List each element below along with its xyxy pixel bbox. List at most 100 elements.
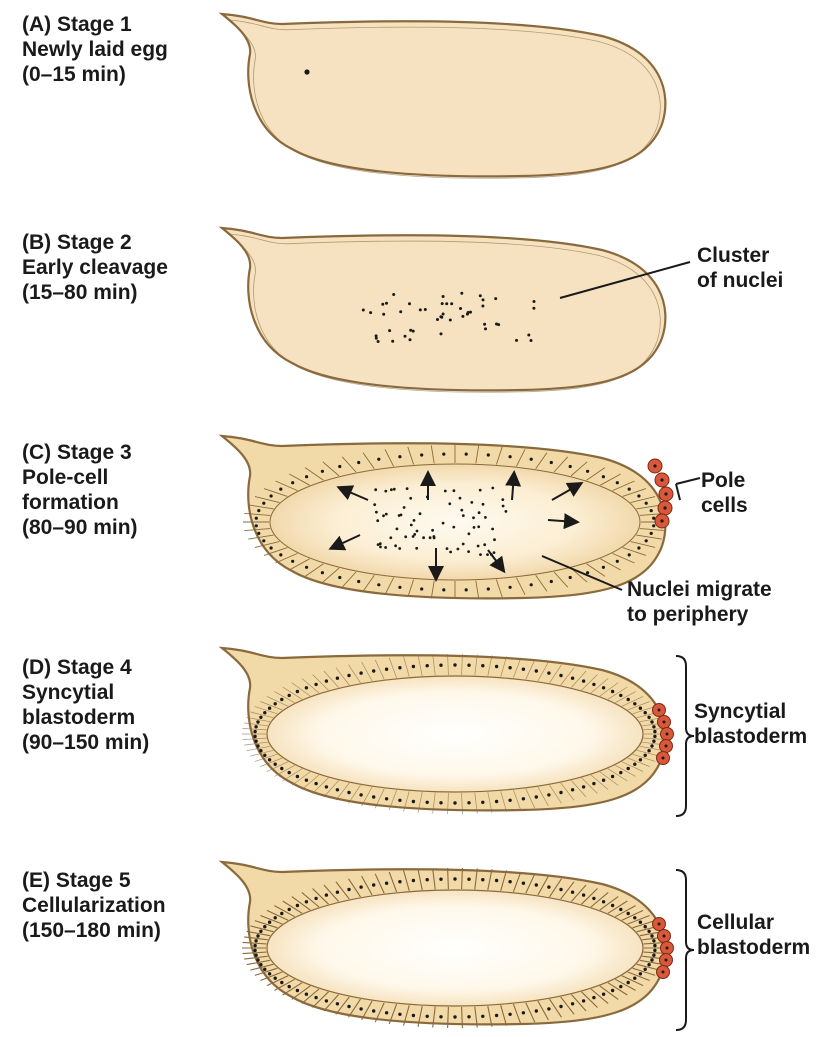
nucleus-dot [449, 319, 452, 322]
stage-c-line-1: (C) Stage 3 [22, 440, 138, 465]
blastoderm-nucleus [611, 904, 614, 907]
blastoderm-nucleus [280, 912, 283, 915]
peripheral-nucleus [262, 502, 265, 505]
migrating-nucleus [373, 503, 376, 506]
nucleus-dot [495, 323, 498, 326]
pole-cell-nucleus [658, 923, 661, 926]
blastoderm-nucleus [582, 999, 585, 1002]
peripheral-nucleus [616, 560, 619, 563]
blastoderm-nucleus [288, 771, 291, 774]
peripheral-nucleus [420, 453, 423, 456]
peripheral-nucleus [637, 546, 640, 549]
blastoderm-nucleus [652, 725, 655, 728]
blastoderm-nucleus [467, 878, 470, 881]
blastoderm-nucleus [592, 683, 595, 686]
egg-shell-b [222, 228, 665, 390]
blastoderm-nucleus [263, 968, 266, 971]
migrating-nucleus [404, 535, 407, 538]
stage-d-line-1: (D) Stage 4 [22, 655, 149, 680]
blastoderm-nucleus [398, 880, 401, 883]
stage-a-line-1: (A) Stage 1 [22, 12, 168, 37]
blastoderm-nucleus [508, 666, 511, 669]
blastoderm-nucleus [495, 1014, 498, 1017]
blastoderm-nucleus [647, 930, 650, 933]
pole-cell-nucleus [662, 757, 665, 760]
blastoderm-nucleus [336, 891, 339, 894]
stage-c-label: (C) Stage 3 Pole-cell formation (80–90 m… [22, 440, 138, 540]
peripheral-nucleus [442, 453, 445, 456]
blastoderm-nucleus [508, 1013, 511, 1016]
blastoderm-nucleus [325, 893, 328, 896]
migrating-nucleus [384, 546, 387, 549]
blastoderm-nucleus [481, 801, 484, 804]
nucleus-dot [375, 337, 378, 340]
blastoderm-nucleus [359, 793, 362, 796]
nucleus-dot [479, 294, 482, 297]
migrating-nucleus [457, 548, 460, 551]
nucleus-dot [530, 339, 533, 342]
cellular-blastoderm-callout: Cellular blastoderm [697, 910, 810, 960]
blastoderm-nucleus [398, 799, 401, 802]
nucleus-dot [466, 313, 469, 316]
peripheral-nucleus [645, 502, 648, 505]
migrating-nucleus [403, 506, 406, 509]
stage-d-label: (D) Stage 4 Syncytial blastoderm (90–150… [22, 655, 149, 755]
stage-b-label: (B) Stage 2 Early cleavage (15–80 min) [22, 230, 168, 305]
cellular-line-2: blastoderm [697, 935, 810, 960]
peripheral-nucleus [357, 461, 360, 464]
blastoderm-nucleus [314, 996, 317, 999]
blastoderm-nucleus [582, 893, 585, 896]
blastoderm-nucleus [633, 977, 636, 980]
peripheral-nucleus [465, 588, 468, 591]
migrating-nucleus [486, 553, 489, 556]
blastoderm-nucleus [495, 665, 498, 668]
migrating-nucleus [422, 536, 425, 539]
blastoderm-nucleus [274, 916, 277, 919]
peripheral-nucleus [338, 465, 341, 468]
peripheral-nucleus [645, 539, 648, 542]
nucleus-dot [469, 311, 472, 314]
nucleus-dot [436, 318, 439, 321]
migrating-nucleus [416, 530, 419, 533]
blastoderm-nucleus [647, 716, 650, 719]
peripheral-nucleus [305, 475, 308, 478]
pole-cell-nucleus [665, 745, 668, 748]
blastoderm-nucleus [508, 880, 511, 883]
peripheral-nucleus [321, 470, 324, 473]
blastoderm-nucleus [256, 744, 259, 747]
blastoderm-nucleus [412, 800, 415, 803]
blastoderm-nucleus [263, 925, 266, 928]
blastoderm-nucleus [535, 795, 538, 798]
blastoderm-nucleus [644, 925, 647, 928]
migrating-nucleus [470, 501, 473, 504]
blastoderm-nucleus [611, 989, 614, 992]
nucleus-dot [450, 302, 453, 305]
blastoderm-nucleus [372, 1009, 375, 1012]
blastoderm-nucleus [592, 897, 595, 900]
peripheral-nucleus [377, 458, 380, 461]
blastoderm-nucleus [439, 664, 442, 667]
blastoderm-nucleus [582, 785, 585, 788]
blastoderm-nucleus [268, 707, 271, 710]
blastoderm-nucleus [639, 758, 642, 761]
blastoderm-nucleus [633, 702, 636, 705]
blastoderm-nucleus [619, 908, 622, 911]
blastoderm-nucleus [481, 1015, 484, 1018]
nucleus-dot [409, 338, 412, 341]
blastoderm-nucleus [280, 698, 283, 701]
blastoderm-nucleus [305, 686, 308, 689]
blastoderm-nucleus [639, 921, 642, 924]
peripheral-nucleus [586, 470, 589, 473]
migrating-nucleus [505, 510, 508, 513]
blastoderm-nucleus [602, 900, 605, 903]
migrating-nucleus [493, 551, 496, 554]
peripheral-nucleus [530, 583, 533, 586]
peripheral-nucleus [569, 465, 572, 468]
blastoderm-nucleus [647, 749, 650, 752]
egg-stage-d-bracket [676, 656, 694, 816]
stage-b-line-1: (B) Stage 2 [22, 230, 168, 255]
blastoderm-nucleus [639, 707, 642, 710]
peripheral-nucleus [509, 455, 512, 458]
nucleus-dot [388, 329, 391, 332]
blastoderm-nucleus [495, 800, 498, 803]
